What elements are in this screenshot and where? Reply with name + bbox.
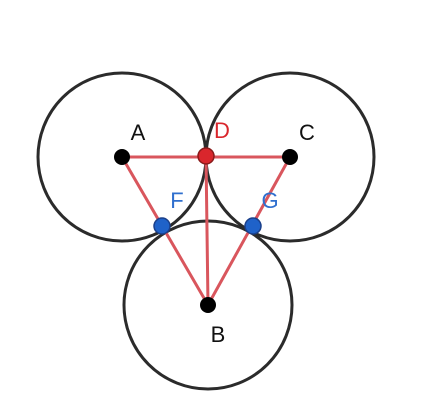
label-c: C [299,120,315,145]
point-d [197,147,215,165]
point-b [200,297,216,313]
labels-layer: A C B D F G [131,118,315,347]
label-d: D [214,118,230,143]
point-c [282,149,298,165]
points-layer [114,147,298,313]
label-g: G [261,188,278,213]
point-f [153,217,171,235]
point-g [244,217,262,235]
label-b: B [211,322,226,347]
point-a [114,149,130,165]
segments-layer [120,154,292,307]
segment-db [204,154,210,307]
label-a: A [131,120,146,145]
label-f: F [170,188,183,213]
